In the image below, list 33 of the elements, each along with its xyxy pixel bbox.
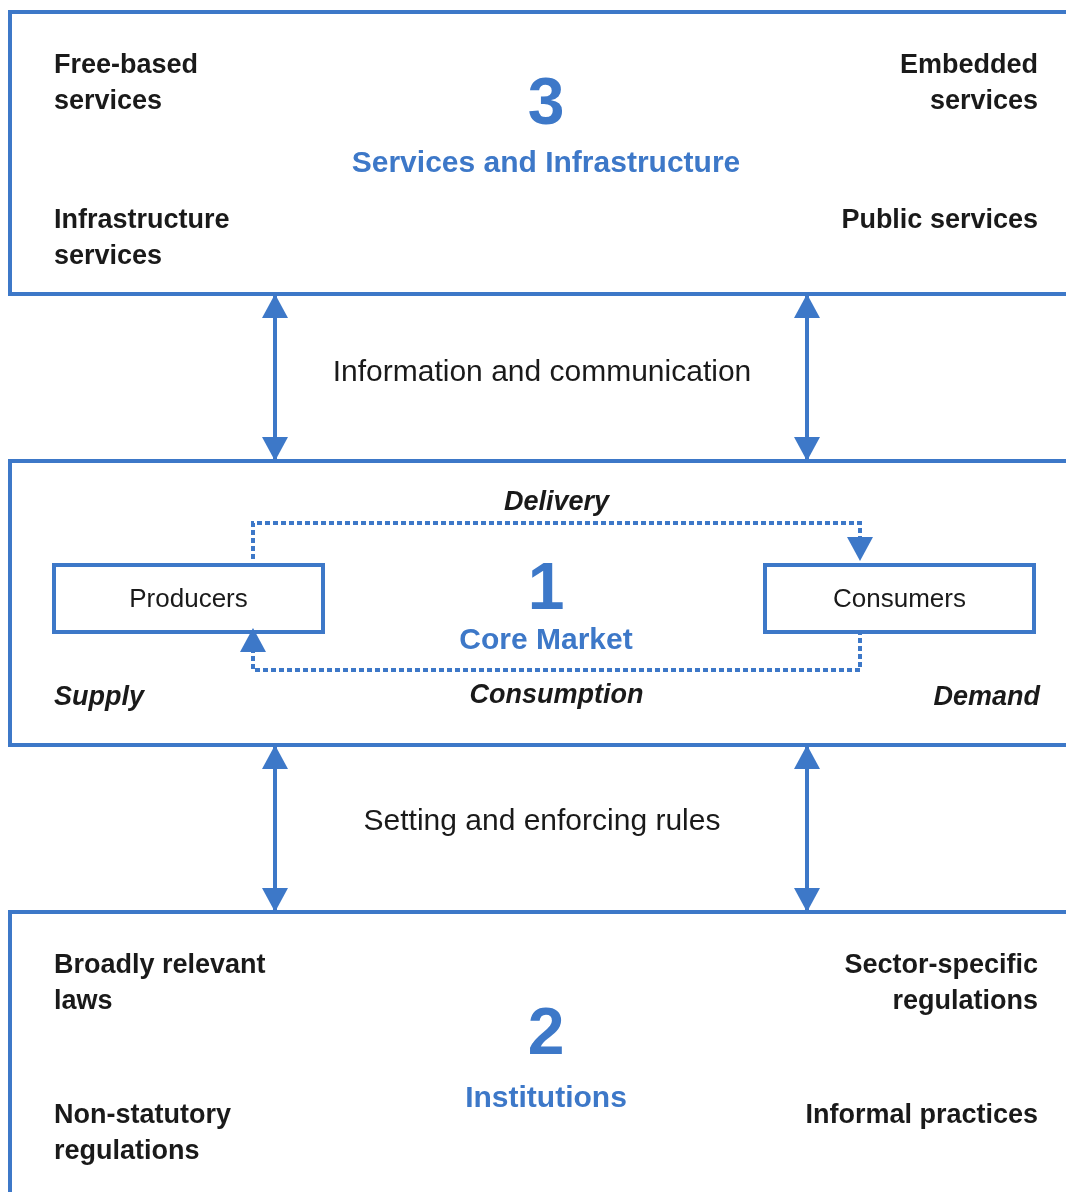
actor-box xyxy=(52,563,325,634)
dotted-arrow xyxy=(240,628,862,672)
category-label: Demand xyxy=(932,680,1040,713)
section-panel xyxy=(8,910,1066,1192)
section-title: Institutions xyxy=(464,1079,628,1115)
edge-label: Consumption xyxy=(469,678,644,710)
category-label: Non-statutory regulations xyxy=(54,1098,232,1167)
category-label: Infrastructure services xyxy=(54,203,231,272)
edge-label: Delivery xyxy=(503,485,610,517)
double-arrow xyxy=(794,745,820,912)
flow-label: Information and communication xyxy=(332,353,752,389)
section-title: Core Market xyxy=(458,621,634,657)
section-number: 1 xyxy=(526,551,566,621)
section-number: 2 xyxy=(526,996,566,1066)
dotted-arrow xyxy=(251,521,873,561)
category-label: Free-based services xyxy=(54,48,200,117)
category-label: Sector-specific regulations xyxy=(843,948,1038,1017)
category-label: Public services xyxy=(840,203,1038,236)
double-arrow xyxy=(262,745,288,912)
section-title: Services and Infrastructure xyxy=(350,144,742,180)
section-panel xyxy=(8,10,1066,296)
category-label: Informal practices xyxy=(804,1098,1038,1131)
category-label: Embedded services xyxy=(898,48,1038,117)
category-label: Supply xyxy=(54,680,146,713)
flow-label: Setting and enforcing rules xyxy=(363,802,721,838)
category-label: Broadly relevant laws xyxy=(54,948,267,1017)
section-panel xyxy=(8,459,1066,747)
box-label: Consumers xyxy=(832,582,967,615)
actor-box xyxy=(763,563,1036,634)
box-label: Producers xyxy=(128,582,249,615)
double-arrow xyxy=(794,294,820,461)
double-arrow xyxy=(262,294,288,461)
section-number: 3 xyxy=(526,66,566,136)
